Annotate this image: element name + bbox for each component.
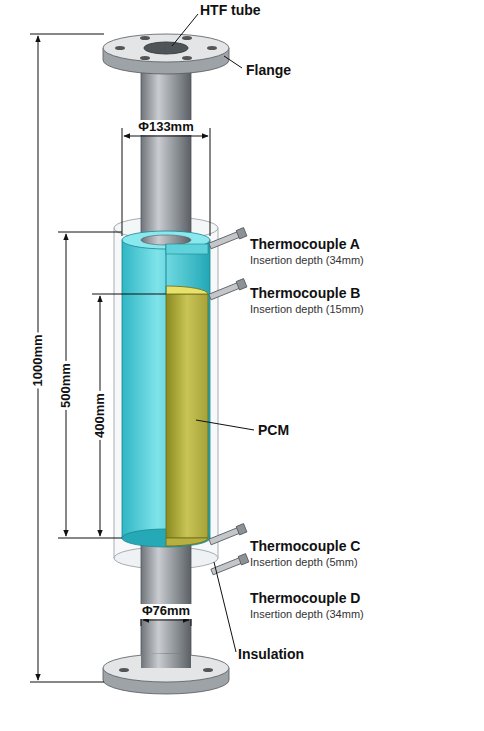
sensor-label: Thermocouple C: [250, 538, 360, 554]
note-label: Insertion depth (5mm): [250, 556, 358, 569]
dimension-label: 400mm: [93, 391, 108, 440]
dimension-label: Φ133mm: [136, 120, 195, 135]
part-label: HTF tube: [200, 2, 261, 18]
dimension-lines: [30, 34, 210, 682]
sensor-label: Thermocouple B: [250, 285, 360, 301]
pcm-cutaway: [166, 244, 208, 546]
note-label: Insertion depth (34mm): [250, 608, 364, 621]
part-label: PCM: [258, 422, 289, 438]
top-flange: [103, 34, 229, 74]
insulation-shell: [114, 217, 218, 569]
bottom-flange: [103, 654, 229, 694]
leader-lines: [172, 14, 254, 652]
note-label: Insertion depth (15mm): [250, 303, 364, 316]
dimension-label: 500mm: [59, 361, 74, 410]
dimension-label: 1000mm: [31, 332, 46, 388]
sensor-label: Thermocouple A: [250, 236, 360, 252]
note-label: Insertion depth (34mm): [250, 254, 364, 267]
dimension-label: Φ76mm: [140, 604, 192, 619]
part-label: Flange: [246, 62, 291, 78]
part-label: Insulation: [238, 646, 304, 662]
sensor-label: Thermocouple D: [250, 590, 360, 606]
pcm-container: [122, 231, 210, 547]
thermocouple-probes: [208, 228, 249, 577]
